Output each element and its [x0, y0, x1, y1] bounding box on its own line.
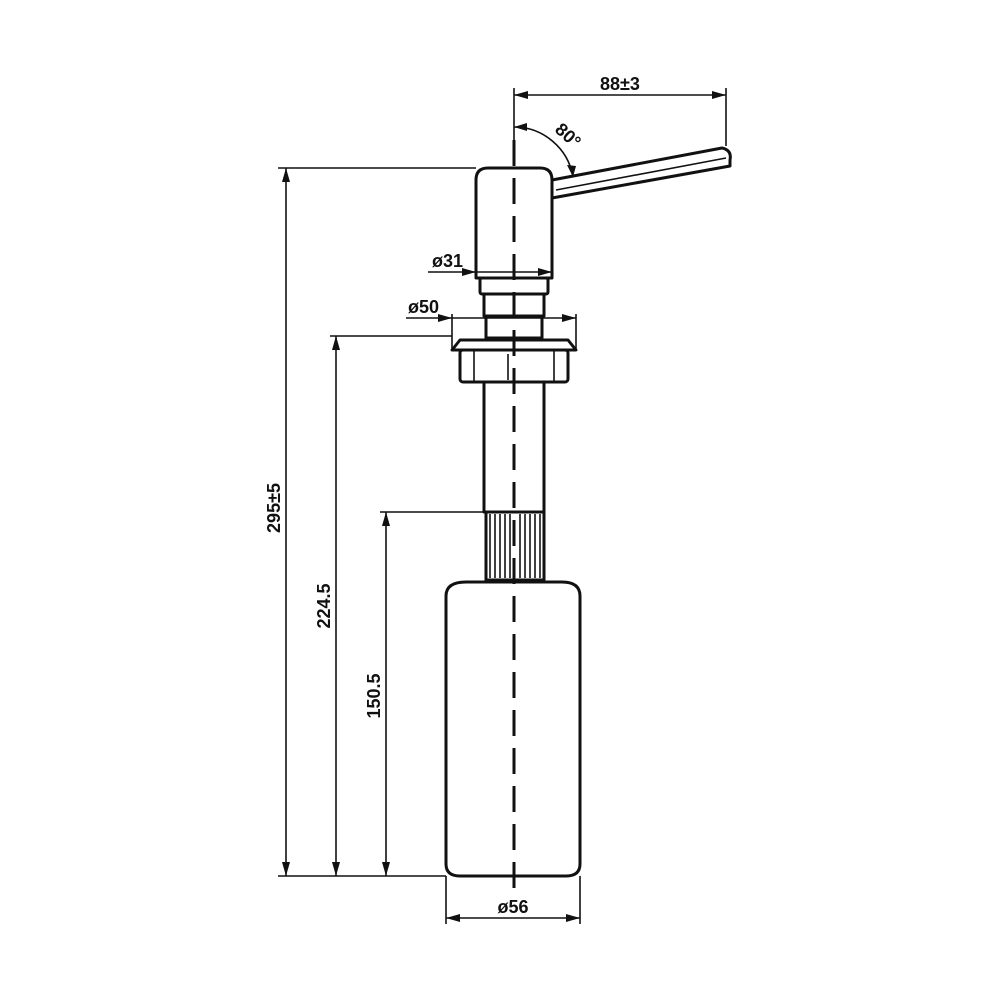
- below-flange-height-dimension: 224.5: [314, 335, 452, 876]
- spout-reach-label: 88±3: [600, 74, 640, 94]
- below-flange-height-label: 224.5: [314, 583, 334, 628]
- bottle-diameter-dimension: ø56: [445, 876, 581, 924]
- bottle-height-dimension: 150.5: [364, 511, 486, 876]
- flange-diameter-dimension: ø50: [406, 297, 577, 350]
- total-height-dimension: 295±5: [264, 167, 476, 877]
- flange-diameter-label: ø50: [408, 297, 439, 317]
- bottle-diameter-label: ø56: [497, 897, 528, 917]
- head-diameter-dimension: ø31: [428, 251, 552, 276]
- spout-reach-dimension: 88±3: [513, 74, 727, 146]
- spout: [551, 146, 732, 200]
- total-height-label: 295±5: [264, 483, 284, 533]
- bottle: [444, 580, 582, 878]
- bottle-height-label: 150.5: [364, 673, 384, 718]
- spout-angle-label: 80°: [551, 119, 585, 152]
- head-diameter-label: ø31: [432, 251, 463, 271]
